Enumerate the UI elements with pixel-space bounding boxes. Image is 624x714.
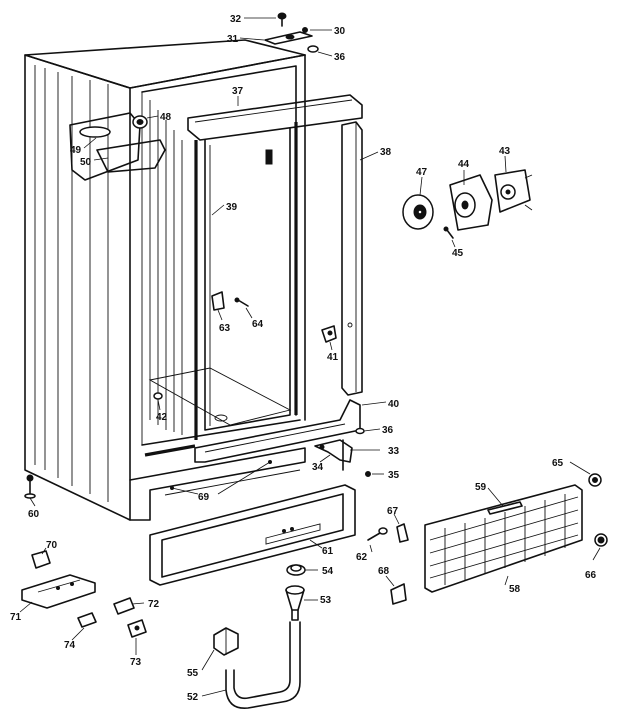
label-37: 37 xyxy=(232,86,244,97)
fan-blade-47 xyxy=(402,194,434,230)
label-52: 52 xyxy=(187,692,199,703)
label-36-top: 36 xyxy=(334,52,346,63)
label-69: 69 xyxy=(198,492,210,503)
label-32: 32 xyxy=(230,14,242,25)
label-49: 49 xyxy=(70,145,82,156)
screw-62 xyxy=(367,527,388,541)
drain-funnel-53 xyxy=(285,585,305,621)
label-59: 59 xyxy=(475,482,487,493)
label-70: 70 xyxy=(46,540,58,551)
label-45: 45 xyxy=(452,248,464,259)
label-40: 40 xyxy=(388,399,400,410)
label-61: 61 xyxy=(322,546,334,557)
top-hinge-pin-32 xyxy=(277,12,287,27)
grommet-65 xyxy=(588,473,602,487)
capacitor-73 xyxy=(127,619,147,638)
label-73: 73 xyxy=(130,657,142,668)
leveling-leg-60 xyxy=(24,474,36,499)
bottom-trim-40 xyxy=(194,399,361,463)
liner-frame-39 xyxy=(194,122,298,440)
condenser-58 xyxy=(424,484,583,593)
clip-63 xyxy=(211,291,225,311)
liner-slot xyxy=(265,149,273,165)
cover-50 xyxy=(96,139,166,173)
clip-68 xyxy=(390,583,407,605)
screw-64 xyxy=(234,297,249,307)
terminal-board-71 xyxy=(21,574,96,609)
drain-hose-52 xyxy=(225,621,301,709)
label-33: 33 xyxy=(388,446,400,457)
label-65: 65 xyxy=(552,458,564,469)
label-47: 47 xyxy=(416,167,428,178)
label-41: 41 xyxy=(327,352,339,363)
front-panel-61 xyxy=(149,484,356,586)
label-58: 58 xyxy=(509,584,521,595)
top-hinge-bracket-31 xyxy=(264,31,313,45)
leader-lines xyxy=(19,17,601,697)
screw-45 xyxy=(443,226,454,239)
label-63: 63 xyxy=(219,323,231,334)
thermostat-43 xyxy=(494,169,533,213)
label-60: 60 xyxy=(28,509,40,520)
label-30: 30 xyxy=(334,26,346,37)
label-42: 42 xyxy=(156,412,168,423)
side-trim-strip-38 xyxy=(341,121,363,396)
label-53: 53 xyxy=(320,595,332,606)
label-48: 48 xyxy=(160,112,172,123)
label-35: 35 xyxy=(388,470,400,481)
label-55: 55 xyxy=(187,668,199,679)
label-74: 74 xyxy=(64,640,76,651)
drain-plug-42 xyxy=(153,392,163,400)
label-36-bottom: 36 xyxy=(382,425,394,436)
label-64: 64 xyxy=(252,319,264,330)
label-54: 54 xyxy=(322,566,334,577)
control-bracket-49 xyxy=(69,112,141,181)
washer-36-bottom xyxy=(355,427,365,435)
clip-67 xyxy=(396,523,409,543)
screw-35 xyxy=(365,471,371,477)
label-43: 43 xyxy=(499,146,511,157)
part-labels: 32 31 30 36 37 48 49 50 38 39 43 47 44 4… xyxy=(10,14,597,703)
label-71: 71 xyxy=(10,612,22,623)
overload-72 xyxy=(113,597,135,615)
label-44: 44 xyxy=(458,159,470,170)
label-62: 62 xyxy=(356,552,368,563)
top-hinge-washer-36 xyxy=(307,45,319,53)
hose-clip-55 xyxy=(213,627,239,656)
bottom-hinge-34 xyxy=(314,439,353,463)
door-gasket-37 xyxy=(187,94,363,141)
relay-70 xyxy=(31,550,51,569)
label-31: 31 xyxy=(227,34,239,45)
label-67: 67 xyxy=(387,506,399,517)
fan-housing-44 xyxy=(449,174,493,231)
label-50: 50 xyxy=(80,157,92,168)
label-72: 72 xyxy=(148,599,160,610)
label-68: 68 xyxy=(378,566,390,577)
connector-74 xyxy=(77,612,97,628)
drain-cap-54 xyxy=(286,564,306,576)
hinge-41 xyxy=(321,325,337,343)
knob-48 xyxy=(132,115,148,129)
label-66: 66 xyxy=(585,570,597,581)
condenser-strip-59 xyxy=(487,501,523,515)
label-39: 39 xyxy=(226,202,238,213)
grommet-66 xyxy=(594,533,608,547)
label-34: 34 xyxy=(312,462,324,473)
label-38: 38 xyxy=(380,147,392,158)
top-hinge-screw-30 xyxy=(302,27,308,33)
